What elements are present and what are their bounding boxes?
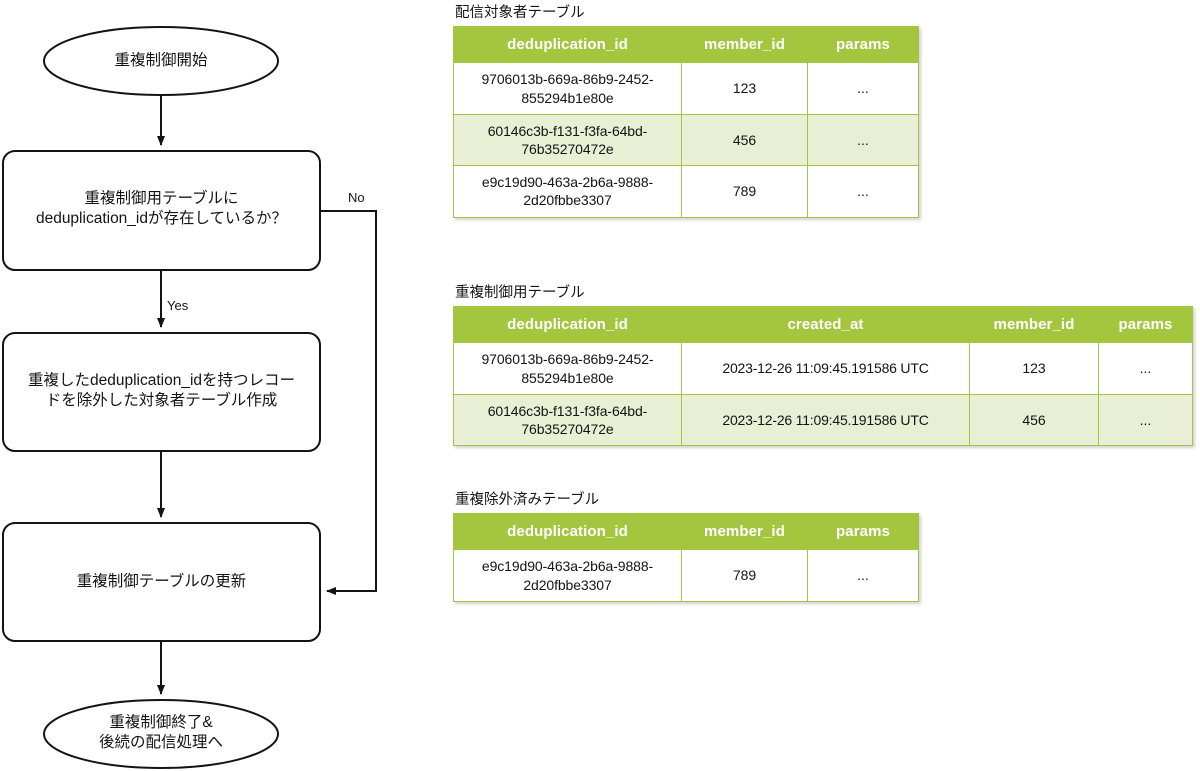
table-header-row: deduplication_id created_at member_id pa… — [453, 306, 1193, 344]
column-header: deduplication_id — [453, 513, 682, 551]
cell-params: ... — [1098, 342, 1193, 395]
cell-deduplication-id: 60146c3b-f131-f3fa-64bd-76b35270472e — [453, 393, 682, 447]
data-table: deduplication_id created_at member_id pa… — [453, 306, 1193, 447]
data-table: deduplication_id member_id params 970601… — [453, 26, 919, 218]
table-block-deduplicated: 重複除外済みテーブル deduplication_id member_id pa… — [453, 492, 919, 602]
cell-deduplication-id: 60146c3b-f131-f3fa-64bd-76b35270472e — [453, 113, 682, 167]
decision-node-shape — [2, 150, 321, 271]
column-header: member_id — [969, 306, 1099, 344]
cell-params: ... — [807, 165, 919, 218]
table-row: e9c19d90-463a-2b6a-9888-2d20fbbe3307 789… — [453, 549, 919, 602]
process-node-1-shape — [2, 332, 321, 452]
end-node-shape — [43, 699, 279, 769]
table-caption: 重複制御用テーブル — [455, 285, 585, 301]
cell-created-at: 2023-12-26 11:09:45.191586 UTC — [681, 342, 970, 395]
cell-member-id: 456 — [681, 113, 808, 167]
table-row: e9c19d90-463a-2b6a-9888-2d20fbbe3307 789… — [453, 165, 919, 218]
start-node-shape — [43, 26, 279, 96]
table-row: 9706013b-669a-86b9-2452-855294b1e80e 123… — [453, 62, 919, 115]
table-caption: 配信対象者テーブル — [455, 5, 585, 21]
column-header: deduplication_id — [453, 306, 682, 344]
column-header: member_id — [681, 513, 808, 551]
cell-deduplication-id: e9c19d90-463a-2b6a-9888-2d20fbbe3307 — [453, 165, 682, 218]
column-header: params — [1098, 306, 1193, 344]
cell-params: ... — [807, 62, 919, 115]
cell-member-id: 123 — [969, 342, 1099, 395]
edge-label-no: No — [348, 190, 365, 205]
data-table: deduplication_id member_id params e9c19d… — [453, 513, 919, 602]
column-header: created_at — [681, 306, 970, 344]
table-row: 9706013b-669a-86b9-2452-855294b1e80e 202… — [453, 342, 1193, 395]
connector-decision-no-to-process2 — [320, 210, 377, 595]
cell-deduplication-id: 9706013b-669a-86b9-2452-855294b1e80e — [453, 342, 682, 395]
cell-params: ... — [807, 113, 919, 167]
table-row: 60146c3b-f131-f3fa-64bd-76b35270472e 202… — [453, 393, 1193, 447]
table-block-delivery-targets: 配信対象者テーブル deduplication_id member_id par… — [453, 5, 919, 218]
flowchart: 重複制御開始 重複制御用テーブルに deduplication_idが存在してい… — [0, 0, 440, 771]
flowchart-shapes — [2, 26, 377, 769]
cell-created-at: 2023-12-26 11:09:45.191586 UTC — [681, 393, 970, 447]
cell-params: ... — [1098, 393, 1193, 447]
table-header-row: deduplication_id member_id params — [453, 513, 919, 551]
cell-params: ... — [807, 549, 919, 602]
column-header: params — [807, 513, 919, 551]
edge-label-yes: Yes — [167, 298, 189, 313]
cell-deduplication-id: 9706013b-669a-86b9-2452-855294b1e80e — [453, 62, 682, 115]
table-header-row: deduplication_id member_id params — [453, 26, 919, 64]
cell-member-id: 789 — [681, 165, 808, 218]
process-node-2-shape — [2, 522, 321, 642]
column-header: params — [807, 26, 919, 64]
cell-member-id: 123 — [681, 62, 808, 115]
column-header: member_id — [681, 26, 808, 64]
column-header: deduplication_id — [453, 26, 682, 64]
table-row: 60146c3b-f131-f3fa-64bd-76b35270472e 456… — [453, 113, 919, 167]
cell-deduplication-id: e9c19d90-463a-2b6a-9888-2d20fbbe3307 — [453, 549, 682, 602]
cell-member-id: 789 — [681, 549, 808, 602]
cell-member-id: 456 — [969, 393, 1099, 447]
table-block-dedup-control: 重複制御用テーブル deduplication_id created_at me… — [453, 285, 1193, 447]
table-caption: 重複除外済みテーブル — [455, 492, 600, 508]
